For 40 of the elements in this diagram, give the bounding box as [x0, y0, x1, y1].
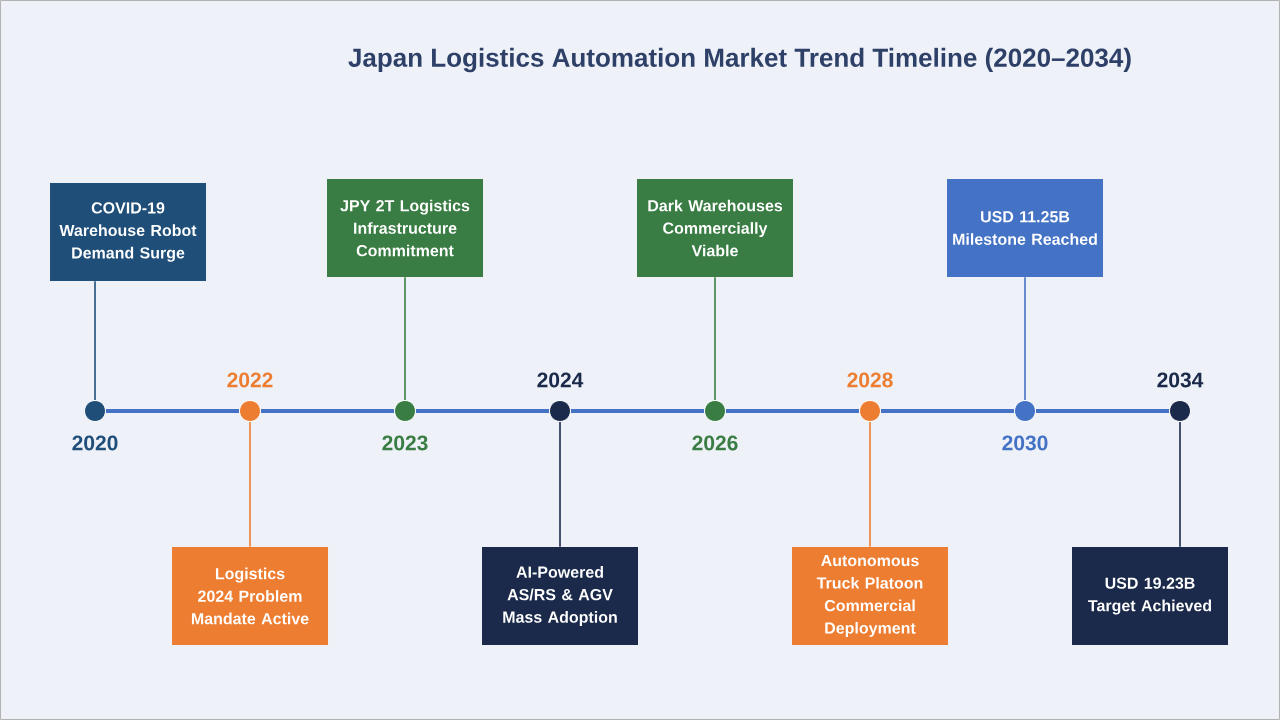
year-label: 2024 [537, 372, 584, 388]
connector-line [559, 421, 561, 548]
connector-line [249, 421, 251, 548]
timeline-dot [239, 400, 261, 422]
connector-line [94, 280, 96, 401]
milestone-box: USD 11.25B Milestone Reached [947, 179, 1103, 277]
timeline-line [106, 409, 239, 413]
timeline-dot [1014, 400, 1036, 422]
year-label: 2028 [847, 372, 893, 388]
year-label: 2022 [227, 372, 273, 388]
timeline-dot [704, 400, 726, 422]
milestone-box: Logistics 2024 Problem Mandate Active [172, 547, 328, 645]
milestone-box: AI-Powered AS/RS & AGV Mass Adoption [482, 547, 638, 645]
timeline-line [1036, 409, 1169, 413]
title: Japan Logistics Automation Market Trend Timeline (2020–2034) [348, 47, 1131, 73]
year-label: 2030 [1002, 435, 1048, 451]
year-label: 2020 [72, 435, 118, 451]
timeline-line [726, 409, 859, 413]
timeline-line [571, 409, 704, 413]
connector-line [714, 276, 716, 401]
timeline-dot [1169, 400, 1191, 422]
connector-line [1024, 276, 1026, 401]
milestone-box: Autonomous Truck Platoon Commercial Deployment [792, 547, 948, 645]
milestone-box: COVID-19 Warehouse Robot Demand Surge [50, 183, 206, 281]
milestone-box: Dark Warehouses Commercially Viable [637, 179, 793, 277]
year-label: 2023 [382, 435, 428, 451]
milestone-box: USD 19.23B Target Achieved [1072, 547, 1228, 645]
connector-line [404, 276, 406, 401]
timeline-dot [394, 400, 416, 422]
connector-line [869, 421, 871, 548]
year-label: 2034 [1157, 372, 1204, 388]
milestone-box: JPY 2T Logistics Infrastructure Commitment [327, 179, 483, 277]
year-label: 2026 [692, 435, 738, 451]
timeline-dot [84, 400, 106, 422]
timeline-line [881, 409, 1014, 413]
timeline-line [261, 409, 394, 413]
connector-line [1179, 421, 1181, 548]
timeline-dot [859, 400, 881, 422]
timeline-dot [549, 400, 571, 422]
timeline-line [416, 409, 549, 413]
